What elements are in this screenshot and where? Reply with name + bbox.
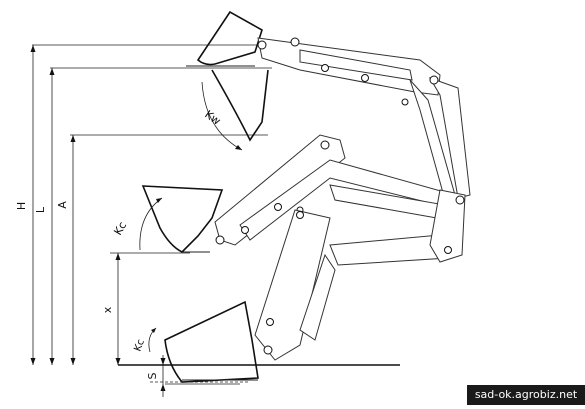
angle-label-kc-upper: Kc	[111, 220, 129, 238]
dimension-x: x	[101, 253, 121, 365]
arm-raised	[257, 37, 471, 201]
angle-kw: Kw	[201, 81, 243, 151]
dim-label-l: L	[34, 206, 47, 213]
loader-mount	[429, 189, 466, 263]
angle-label-kw: Kw	[202, 108, 223, 128]
angle-kc-lower: Kc	[132, 327, 157, 353]
dimension-s: S	[146, 355, 166, 397]
bucket-raised	[186, 10, 269, 142]
dimension-a: A	[56, 135, 76, 365]
dim-label-h: H	[15, 202, 28, 210]
dimension-l: L	[34, 68, 55, 365]
reference-lines	[32, 44, 272, 385]
arm-lowered	[254, 209, 449, 361]
dimension-h: H	[15, 45, 36, 365]
angle-label-kc-lower: Kc	[132, 338, 146, 353]
arm-middle	[214, 134, 461, 246]
bucket-middle	[141, 185, 224, 253]
dim-label-a: A	[56, 201, 69, 209]
bucket-lowered	[164, 300, 259, 383]
dim-label-s: S	[146, 372, 159, 379]
watermark: sad-ok.agrobiz.net	[467, 385, 585, 405]
angle-kc-upper: Kc	[111, 197, 163, 251]
dim-label-x: x	[101, 306, 114, 313]
